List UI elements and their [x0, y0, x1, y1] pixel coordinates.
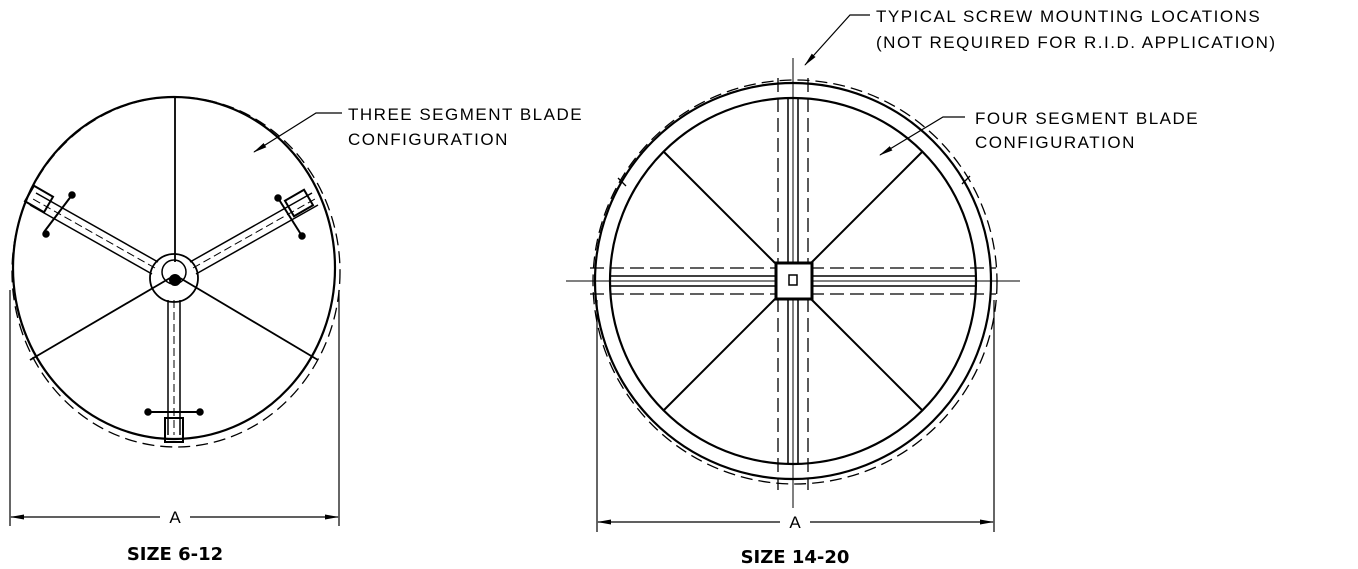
right-blade-diagonal-2: [810, 151, 923, 264]
right-damper-view: [566, 14, 1020, 532]
right-screw-note-line2: (NOT REQUIRED FOR R.I.D. APPLICATION): [876, 33, 1277, 52]
left-hub-pin: [169, 274, 181, 286]
right-outer-dashed-circle: [592, 79, 998, 485]
right-screw-note-leader: [804, 14, 870, 66]
right-screw-mark-right: [961, 175, 971, 185]
left-note-line1: THREE SEGMENT BLADE: [348, 105, 583, 124]
right-blade-diagonal-4: [810, 298, 923, 411]
left-note-leader: [253, 112, 342, 153]
right-hub: [774, 261, 814, 301]
left-blade-line-lower-right: [179, 277, 319, 361]
left-view-title: SIZE 6-12: [127, 544, 223, 565]
right-blade-diagonal-3: [663, 298, 776, 411]
right-note-line2: CONFIGURATION: [975, 133, 1136, 152]
left-blade-line-lower-left: [29, 277, 171, 361]
right-screw-note-line1: TYPICAL SCREW MOUNTING LOCATIONS: [876, 7, 1261, 26]
right-note-leader: [879, 116, 965, 156]
right-hub-pin: [788, 274, 798, 286]
left-damper-view: [9, 95, 342, 526]
right-note-line1: FOUR SEGMENT BLADE: [975, 109, 1199, 128]
left-dimension-label: A: [169, 508, 181, 527]
left-blade-circle: [11, 95, 337, 441]
left-note-line2: CONFIGURATION: [348, 130, 509, 149]
left-arm-upper-right: [189, 188, 319, 275]
right-view-title: SIZE 14-20: [741, 547, 850, 568]
right-dimension-label: A: [789, 513, 801, 532]
left-arm-bottom: [144, 300, 204, 443]
left-arm-upper-left: [23, 184, 159, 275]
right-blade-diagonal-1: [663, 151, 776, 264]
right-screw-mark-left: [617, 177, 627, 187]
